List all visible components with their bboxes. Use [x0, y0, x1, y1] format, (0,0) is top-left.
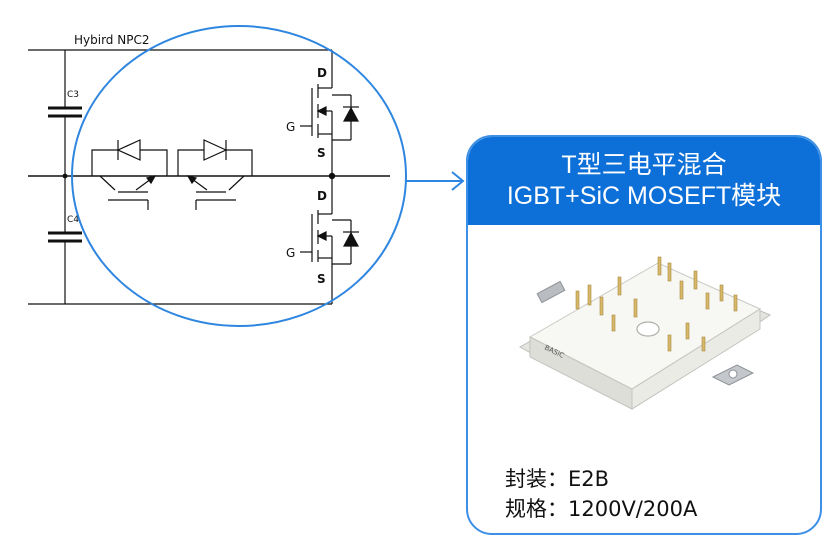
- label-c3: C3: [67, 90, 79, 100]
- spec-package-label: 封装：: [505, 467, 568, 491]
- igbt-bidirectional-switch: [91, 139, 253, 210]
- spec-package: 封装：E2B: [505, 463, 609, 493]
- diode-right: [203, 139, 228, 161]
- label-s-top: S: [317, 146, 326, 160]
- spec-rating: 规格：1200V/200A: [505, 493, 697, 523]
- capacitor-c4: C4: [48, 176, 82, 304]
- diode-left: [116, 139, 141, 161]
- module-image: BASiC: [518, 256, 772, 410]
- module-side-face: [631, 308, 761, 410]
- mounting-hole: [636, 321, 660, 337]
- label-g-top: G: [286, 120, 295, 134]
- sic-mosfet-top: [300, 50, 360, 176]
- highlight-ellipse: [71, 25, 407, 327]
- spec-package-value: E2B: [568, 467, 610, 491]
- product-card: T型三电平混合 IGBT+SiC MOSEFT模块: [466, 135, 822, 535]
- spec-rating-label: 规格：: [505, 497, 568, 521]
- sic-mosfet-bottom: [300, 176, 360, 304]
- label-g-bottom: G: [286, 246, 295, 260]
- product-title-line2: IGBT+SiC MOSEFT模块: [506, 182, 782, 210]
- junction-left: [62, 173, 68, 179]
- label-d-bottom: D: [317, 189, 327, 203]
- capacitor-c3: C3: [48, 50, 82, 176]
- product-title-line1: T型三电平混合: [561, 151, 727, 179]
- circuit-title: Hybird NPC2: [74, 33, 149, 47]
- spec-rating-value: 1200V/200A: [568, 497, 698, 521]
- label-c4: C4: [67, 215, 79, 225]
- callout-arrow: [406, 171, 465, 191]
- label-d-top: D: [317, 66, 327, 80]
- gold-pins: [575, 256, 738, 352]
- product-card-header: T型三电平混合 IGBT+SiC MOSEFT模块: [468, 137, 820, 225]
- terminal-left: [536, 280, 566, 304]
- label-s-bottom: S: [317, 272, 326, 286]
